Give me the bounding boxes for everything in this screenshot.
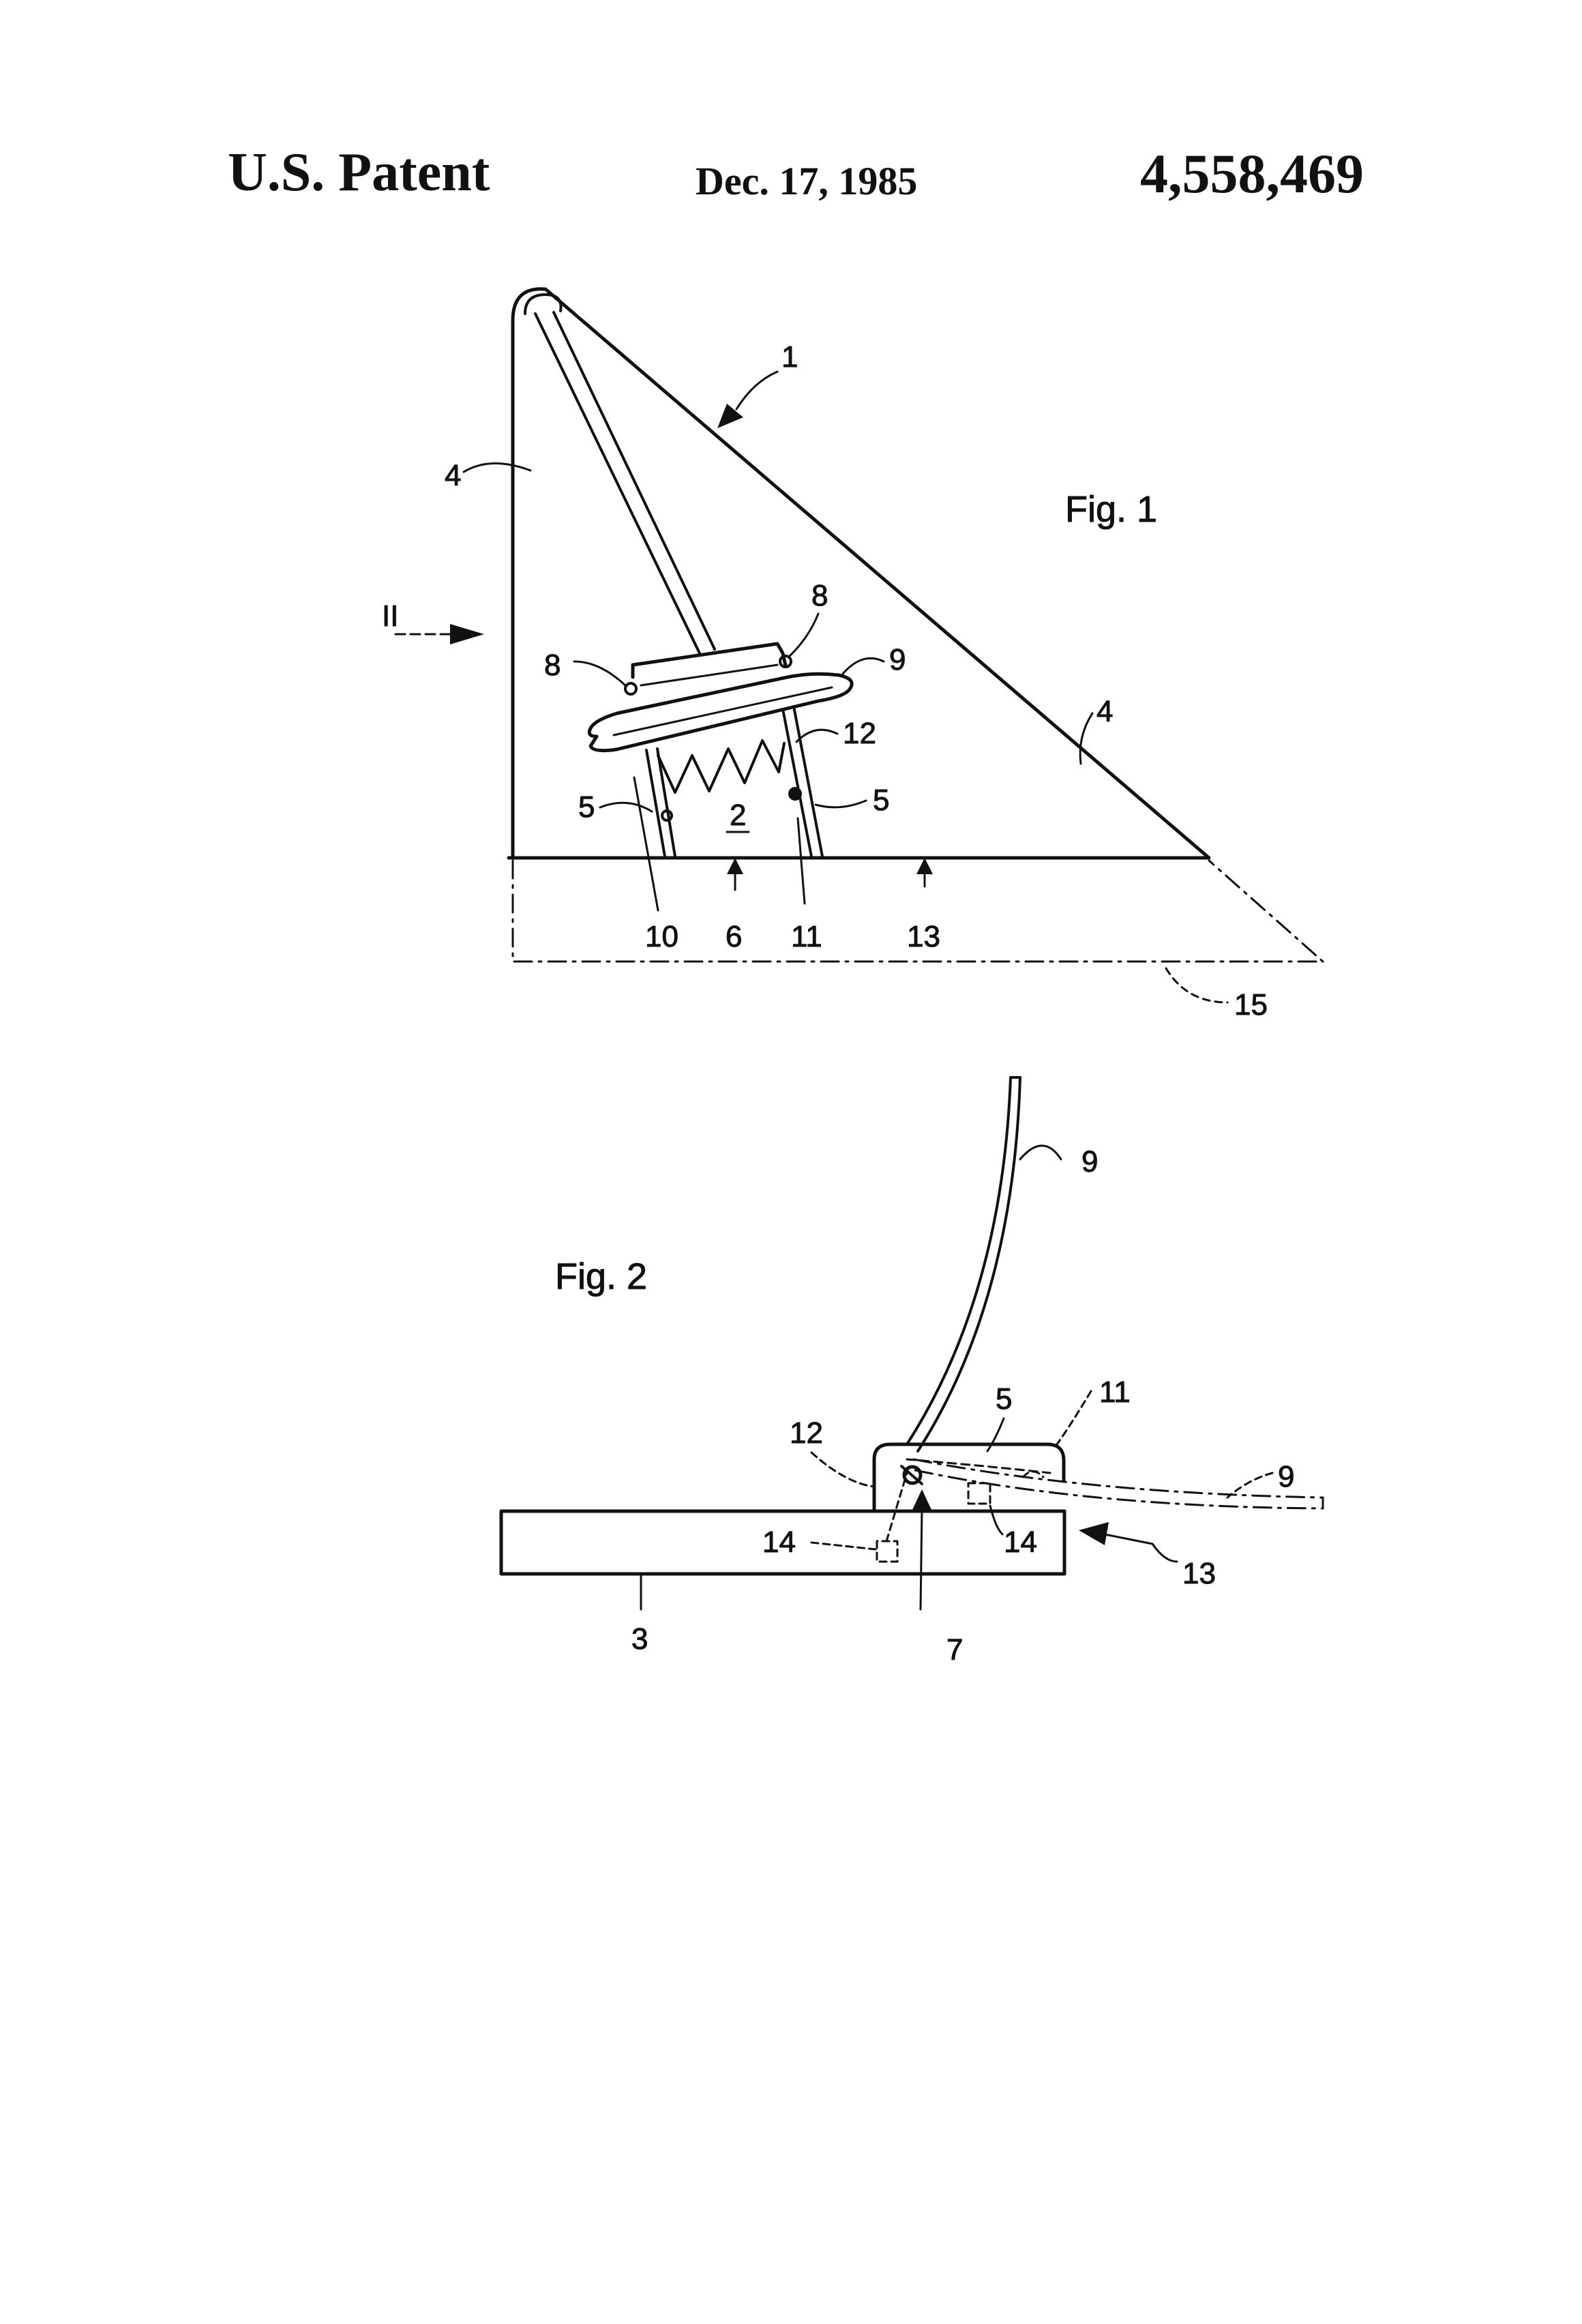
view-arrow-II-head	[450, 624, 484, 644]
upper-plate-inner	[640, 664, 779, 687]
arrow-7-head	[912, 1489, 931, 1510]
pivot-7	[902, 1465, 923, 1485]
part-14-right-dashed	[967, 1482, 991, 1505]
fig2-label-9a: 9	[1081, 1145, 1098, 1178]
part-14-left-dashed	[876, 1540, 899, 1563]
arrow-13-fig2-shaft	[1103, 1533, 1154, 1545]
spring-10	[657, 739, 786, 794]
leader-12-fig2	[810, 1451, 876, 1488]
fig1-label-12: 12	[843, 717, 876, 750]
leader-9b-fig2	[1226, 1472, 1274, 1499]
fig2-label-3: 3	[631, 1622, 648, 1656]
figure-1: Fig. 1 II 1 4 4 8 8 9 12 5 5 2 10 6 11 1…	[382, 287, 1324, 1022]
fig1-label-15: 15	[1234, 988, 1268, 1022]
pivot-left	[661, 809, 673, 822]
fig1-label-8a: 8	[544, 649, 561, 682]
post-left-b	[656, 747, 676, 858]
arrow-13-fig2-head	[1079, 1522, 1109, 1545]
fig2-label-9b: 9	[1278, 1460, 1294, 1493]
triangle-body-outline	[511, 287, 1211, 860]
arm-11-dashed	[906, 1458, 1051, 1474]
fig1-label-11: 11	[791, 920, 822, 953]
leader-1	[735, 370, 779, 411]
pivot-right	[788, 787, 802, 801]
post-right-a	[781, 708, 813, 858]
fig2-label-7: 7	[946, 1633, 963, 1667]
clip-8-left	[624, 682, 638, 696]
pivot-7-link	[900, 1465, 923, 1485]
fig2-label-11: 11	[1099, 1375, 1131, 1409]
cover-9-folded-b	[914, 1469, 1324, 1510]
leader-11-fig2	[1056, 1390, 1092, 1446]
fig1-label-13: 13	[907, 920, 940, 953]
leader-9-fig2	[1019, 1144, 1062, 1161]
leader-14a-fig2	[810, 1541, 877, 1551]
arrow-6-head	[727, 858, 743, 874]
fig1-label-10: 10	[645, 920, 678, 953]
leader-11	[796, 817, 806, 905]
cover-9-upright-b	[916, 1076, 1021, 1452]
post-left-a	[645, 749, 666, 858]
fig1-label-2: 2	[730, 799, 746, 832]
fig1-label-9: 9	[889, 643, 906, 676]
fig1-label-8b: 8	[811, 579, 828, 612]
fig2-caption: Fig. 2	[555, 1256, 647, 1297]
base-plate-3	[499, 1509, 1066, 1576]
patent-date: Dec. 17, 1985	[696, 159, 918, 203]
patent-number: 4,558,469	[1140, 143, 1364, 205]
fig2-label-5: 5	[996, 1382, 1012, 1416]
fig2-label-12: 12	[790, 1416, 823, 1450]
leader-1-head	[717, 404, 743, 428]
fig1-label-5a: 5	[578, 790, 595, 824]
arrow-7-shaft	[919, 1506, 923, 1611]
rod-line-a	[534, 312, 701, 655]
leader-8b	[788, 612, 820, 657]
knob-dashed	[1021, 1470, 1045, 1478]
leader-14b-fig2	[989, 1504, 1004, 1536]
leader-5b	[814, 799, 867, 809]
upper-plate	[631, 642, 788, 679]
cover-9-upright-a	[906, 1076, 1012, 1446]
patent-label: U.S. Patent	[228, 143, 490, 203]
post-right-b	[792, 705, 824, 858]
leader-15	[1165, 967, 1229, 1004]
leader-10	[633, 776, 659, 912]
arm-12-dashed	[885, 1472, 908, 1543]
fig1-label-4a: 4	[445, 459, 461, 492]
cover-plate	[587, 672, 854, 753]
hinge-tube	[524, 293, 563, 315]
fig1-label-5b: 5	[873, 784, 889, 817]
fig2-label-14a: 14	[762, 1525, 796, 1559]
fig2-label-14b: 14	[1004, 1525, 1037, 1559]
leader-5a	[599, 801, 653, 813]
figure-2: Fig. 2 9 5 11 12 9 14 14 13 3 7	[499, 1076, 1324, 1667]
fig1-marker-II: II	[382, 599, 398, 633]
leader-12	[795, 728, 839, 743]
arrow-13-head	[916, 858, 933, 874]
fig1-label-6: 6	[726, 920, 742, 953]
leader-4a	[462, 462, 532, 473]
leader-4b	[1079, 712, 1094, 765]
leader-8a	[573, 660, 627, 687]
cover-plate-inner	[612, 686, 833, 736]
clip-8-right	[779, 655, 792, 668]
housing-5	[872, 1442, 1066, 1513]
fig1-label-1: 1	[781, 340, 798, 374]
leader-9	[841, 657, 885, 675]
fig1-caption: Fig. 1	[1065, 489, 1157, 530]
leader-13-fig2	[1151, 1543, 1178, 1563]
rod-line-b	[552, 311, 716, 651]
cover-9-folded-a	[912, 1458, 1324, 1499]
dashdot-outline-15	[511, 859, 1324, 963]
fig2-label-13: 13	[1182, 1557, 1216, 1590]
fig1-label-4b: 4	[1096, 695, 1113, 728]
leader-5-fig2	[986, 1417, 1005, 1452]
